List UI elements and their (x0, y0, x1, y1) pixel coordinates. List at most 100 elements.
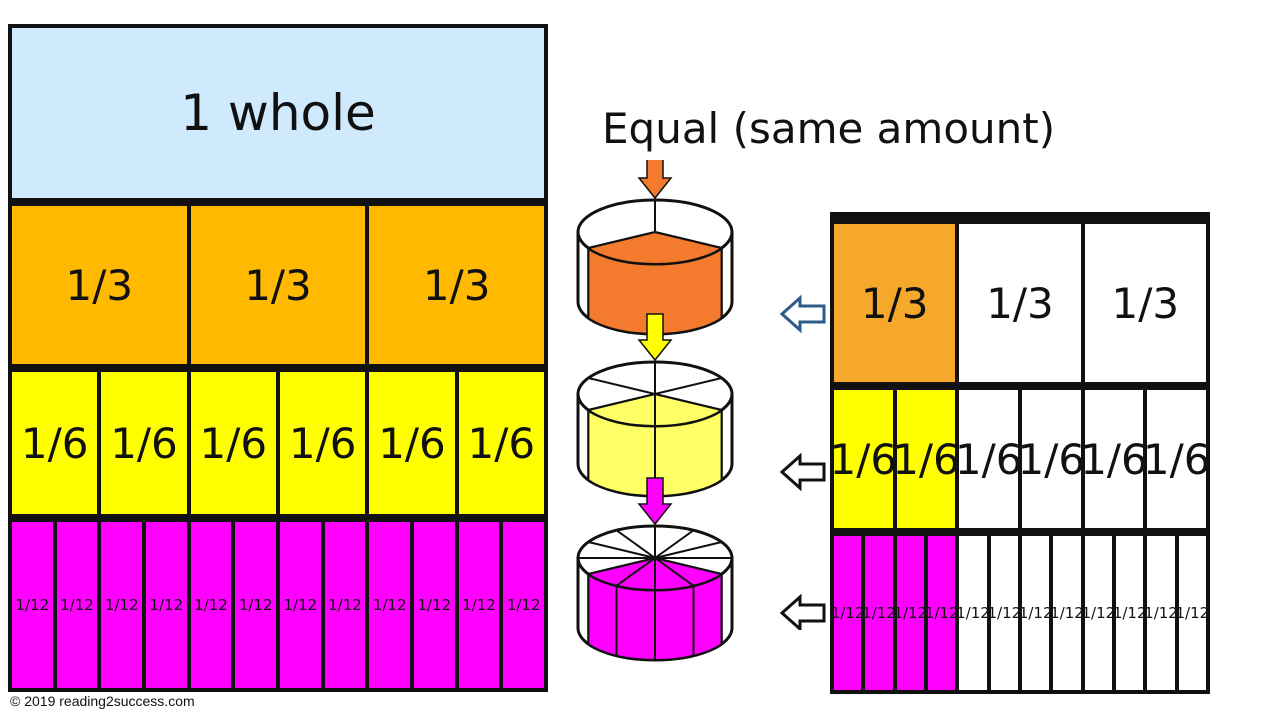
right-sixth-cell: 1/6 (1080, 386, 1148, 532)
cylinder-slice-line (654, 557, 722, 575)
right-top-border (830, 212, 1210, 220)
left-twelfth-cell: 1/12 (52, 518, 102, 692)
equal-title: Equal (same amount) (602, 104, 1056, 153)
cylinder-slice-line (588, 231, 656, 249)
left-third-cell: 1/3 (8, 202, 191, 368)
arrow-left-icon (779, 452, 826, 492)
cylinder-diagram (576, 160, 734, 662)
right-twelfth-label: 1/12 (1050, 604, 1084, 622)
cylinder-slice-line (615, 529, 656, 559)
right-twelfth-label: 1/12 (862, 604, 896, 622)
right-twelfth-label: 1/12 (987, 604, 1022, 622)
left-twelfth-cell: 1/12 (276, 518, 325, 692)
right-twelfth-label: 1/12 (956, 604, 990, 622)
cylinder-slice-line (654, 541, 722, 559)
right-twelfth-cell: 1/12 (986, 532, 1022, 694)
left-sixth-label: 1/6 (378, 418, 446, 468)
right-sixth-label: 1/6 (1080, 434, 1148, 484)
left-twelfth-label: 1/12 (238, 596, 273, 614)
left-twelfth-label: 1/12 (60, 596, 94, 614)
right-twelfth-label: 1/12 (1018, 604, 1053, 622)
right-twelfth-label: 1/12 (1144, 604, 1178, 622)
right-third-cell: 1/3 (1080, 220, 1210, 386)
left-twelfth-label: 1/12 (372, 596, 407, 614)
cylinder-slice-line (588, 557, 656, 575)
arrow-left-icon (779, 593, 826, 630)
right-third-label: 1/3 (860, 278, 929, 328)
left-sixth-cell: 1/6 (454, 368, 548, 518)
right-twelfth-cell: 1/12 (1049, 532, 1085, 694)
left-sixth-label: 1/6 (467, 418, 536, 468)
left-sixth-cell: 1/6 (8, 368, 102, 518)
right-twelfth-cell: 1/12 (892, 532, 928, 694)
cylinder-slice-line (588, 377, 656, 395)
cylinder-slice-line (588, 541, 656, 559)
cylinder-slice-line (654, 231, 722, 249)
right-sixth-cell: 1/6 (1018, 386, 1085, 532)
left-sixth-cell: 1/6 (186, 368, 280, 518)
thirds-cylinder (576, 160, 734, 336)
right-third-label: 1/3 (1111, 278, 1180, 328)
cylinder-slice-line (615, 557, 656, 587)
cylinder-slice-line (654, 393, 722, 411)
left-third-label: 1/3 (422, 260, 491, 310)
left-twelfth-cell: 1/12 (97, 518, 146, 692)
right-third-cell: 1/3 (830, 220, 960, 386)
cylinder-shaded-top (585, 230, 725, 265)
left-twelfth-label: 1/12 (417, 596, 452, 614)
right-twelfth-cell: 1/12 (1174, 532, 1210, 694)
arrow-down-icon (637, 313, 673, 362)
left-twelfth-cell: 1/12 (365, 518, 414, 692)
left-arrows (779, 294, 826, 630)
right-sixth-label: 1/6 (892, 434, 960, 484)
left-sixth-cell: 1/6 (97, 368, 191, 518)
right-twelfth-label: 1/12 (830, 604, 865, 622)
right-twelfth-cell: 1/12 (1143, 532, 1179, 694)
copyright-text: © 2019 reading2success.com (10, 693, 195, 709)
right-sixth-label: 1/6 (1143, 434, 1210, 484)
left-third-cell: 1/3 (186, 202, 370, 368)
left-sixth-cell: 1/6 (365, 368, 459, 518)
right-sixth-label: 1/6 (830, 434, 897, 484)
right-twelfth-label: 1/12 (893, 604, 928, 622)
left-twelfth-label: 1/12 (506, 596, 541, 614)
whole-label: 1 whole (180, 84, 376, 142)
right-twelfth-cell: 1/12 (1112, 532, 1148, 694)
left-twelfth-label: 1/12 (283, 596, 318, 614)
left-twelfth-cell: 1/12 (499, 518, 548, 692)
left-twelfth-label: 1/12 (15, 596, 50, 614)
right-sixth-cell: 1/6 (830, 386, 897, 532)
left-twelfth-label: 1/12 (104, 596, 139, 614)
cylinder-slice-line (588, 393, 656, 411)
arrow-left-icon (779, 294, 826, 334)
left-third-label: 1/3 (244, 260, 312, 310)
left-twelfth-cell: 1/12 (320, 518, 370, 692)
right-twelfth-cell: 1/12 (1018, 532, 1054, 694)
left-twelfth-label: 1/12 (194, 596, 228, 614)
right-twelfth-cell: 1/12 (830, 532, 866, 694)
right-sixth-label: 1/6 (955, 434, 1022, 484)
left-sixth-cell: 1/6 (276, 368, 370, 518)
left-twelfth-cell: 1/12 (142, 518, 191, 692)
cylinder-slice-line (654, 377, 722, 395)
twelfths-cylinder (576, 477, 734, 662)
right-twelfth-cell: 1/12 (924, 532, 960, 694)
left-twelfth-cell: 1/12 (8, 518, 57, 692)
right-twelfth-label: 1/12 (924, 604, 959, 622)
left-twelfth-cell: 1/12 (186, 518, 236, 692)
left-twelfth-label: 1/12 (462, 596, 496, 614)
left-twelfth-cell: 1/12 (454, 518, 504, 692)
arrow-down-icon (637, 477, 673, 526)
sixths-cylinder (576, 313, 734, 498)
left-twelfth-label: 1/12 (328, 596, 362, 614)
left-sixth-label: 1/6 (199, 418, 268, 468)
right-twelfth-label: 1/12 (1081, 604, 1116, 622)
right-twelfth-cell: 1/12 (955, 532, 991, 694)
right-third-label: 1/3 (986, 278, 1054, 328)
arrow-down-icon (637, 160, 673, 200)
left-sixth-label: 1/6 (288, 418, 357, 468)
left-twelfth-cell: 1/12 (410, 518, 459, 692)
right-twelfth-cell: 1/12 (861, 532, 897, 694)
